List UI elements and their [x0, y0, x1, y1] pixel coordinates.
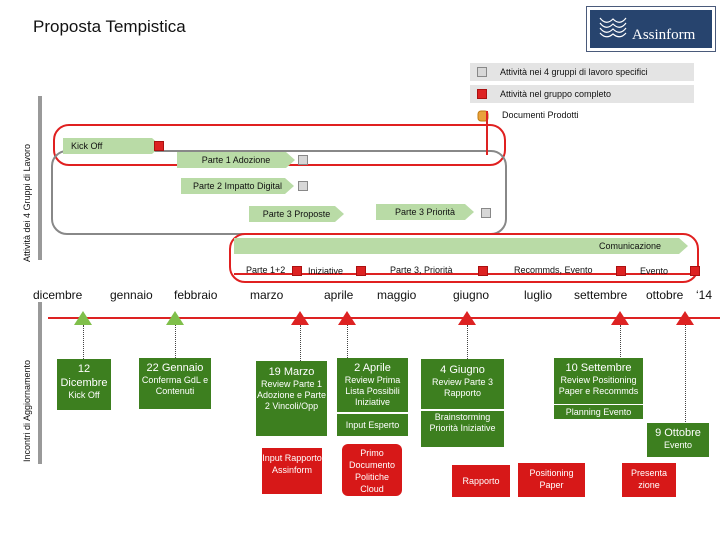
connector-line [83, 325, 85, 359]
bar-parte2: Parte 2 Impatto Digital [181, 178, 294, 194]
connector-line [175, 325, 177, 358]
meeting-desc: Conferma GdL e Contenuti [141, 375, 209, 396]
meeting-card: 2 Aprile Review Prima Lista Possibili In… [337, 358, 408, 412]
month-label: giugno [453, 288, 490, 302]
red-square-icon [292, 266, 302, 276]
meeting-desc: Evento [663, 440, 693, 450]
grey-square-icon [481, 208, 491, 218]
meeting-date: 12 Dicembre [60, 363, 108, 389]
meeting-card: 4 Giugno Review Parte 3 Rapporto [421, 359, 504, 409]
meeting-card: 19 Marzo Review Parte 1 Adozione e Parte… [256, 361, 327, 436]
bar-parte3-priorita: Parte 3 Priorità [376, 204, 474, 220]
milestone-green-icon [166, 311, 184, 325]
logo-text: Assinform [632, 27, 696, 43]
milestone-red-icon [338, 311, 356, 325]
bar-parte1: Parte 1 Adozione [177, 152, 295, 168]
emblem-icon [599, 17, 627, 38]
grey-square-icon [477, 67, 487, 77]
meeting-card: Planning Evento [554, 405, 643, 419]
meeting-card: 9 Ottobre Evento [647, 423, 709, 457]
meeting-date: 4 Giugno [440, 364, 485, 376]
meeting-card: 10 Settembre Review Positioning Paper e … [554, 358, 643, 404]
side-bar-bottom [38, 302, 42, 464]
meeting-desc: Review Prima Lista Possibili Iniziative [344, 375, 401, 407]
month-label: luglio [524, 288, 553, 302]
connector-line [685, 325, 687, 422]
red-square-icon [356, 266, 366, 276]
meeting-date: 2 Aprile [354, 362, 391, 374]
milestone-red-icon [458, 311, 476, 325]
month-label: settembre [574, 288, 628, 302]
side-label-top: Attività dei 4 Gruppi di Lavoro [22, 143, 32, 262]
month-label: ottobre [646, 288, 684, 302]
red-square-icon [154, 141, 164, 151]
meeting-desc: Kick Off [68, 390, 100, 400]
group-outline-red-2 [229, 233, 699, 283]
meeting-card: 22 Gennaio Conferma GdL e Contenuti [139, 358, 211, 409]
bar-kickoff: Kick Off [63, 138, 161, 154]
grey-square-icon [298, 155, 308, 165]
milestone-red-icon [291, 311, 309, 325]
document-card: Presenta zione [622, 463, 676, 497]
milestone-green-icon [74, 311, 92, 325]
meeting-date: 19 Marzo [268, 366, 315, 378]
connector-line [300, 325, 302, 361]
side-label-bottom: Incontri di Aggiornamento [22, 359, 32, 462]
document-card: Rapporto [452, 465, 510, 497]
segment-recommds: Recommds, Evento [514, 265, 593, 275]
meeting-desc: Review Positioning Paper e Recommds [558, 375, 639, 396]
segment-parte3: Parte 3, Priorità [390, 265, 453, 275]
legend-specific: Attività nei 4 gruppi di lavoro specific… [470, 63, 694, 81]
bar-parte3-proposte: Parte 3 Proposte [249, 206, 344, 222]
month-label: maggio [377, 288, 417, 302]
connector-line [467, 325, 469, 359]
connector-line [620, 325, 622, 357]
connector-line [486, 111, 488, 155]
meeting-card: 12 Dicembre Kick Off [57, 359, 111, 410]
month-label: ‘14 [696, 288, 713, 302]
legend-specific-label: Attività nei 4 gruppi di lavoro specific… [500, 67, 648, 77]
document-card: Input Rapporto Assinform [262, 448, 322, 494]
legend-documents-label: Documenti Prodotti [502, 110, 579, 120]
connector-line [347, 325, 349, 358]
legend-complete: Attività nel gruppo completo [470, 85, 694, 103]
milestone-red-icon [676, 311, 694, 325]
red-square-icon [477, 89, 487, 99]
red-square-icon [690, 266, 700, 276]
timeline-axis [48, 317, 720, 319]
month-label: dicembre [33, 288, 83, 302]
bar-comunicazione: Comunicazione [234, 238, 688, 254]
segment-parte12: Parte 1+2 [246, 265, 286, 275]
meeting-date: 10 Settembre [565, 362, 632, 374]
meeting-date: 22 Gennaio [146, 362, 204, 374]
meeting-date: 9 Ottobre [655, 427, 701, 439]
assinform-logo: Assinform [586, 6, 716, 52]
meeting-desc: Review Parte 1 Adozione e Parte 2 Vincol… [256, 379, 327, 411]
meeting-desc: Review Parte 3 Rapporto [431, 377, 494, 398]
segment-line [234, 273, 699, 275]
page-title: Proposta Tempistica [33, 17, 186, 36]
grey-square-icon [298, 181, 308, 191]
month-label: aprile [324, 288, 354, 302]
red-square-icon [478, 266, 488, 276]
document-card: Positioning Paper [518, 463, 585, 497]
month-label: marzo [250, 288, 284, 302]
legend-complete-label: Attività nel gruppo completo [500, 89, 612, 99]
milestone-red-icon [611, 311, 629, 325]
segment-iniziative: Iniziative [308, 266, 344, 276]
red-square-icon [616, 266, 626, 276]
document-icon [477, 110, 489, 122]
month-label: febbraio [174, 288, 218, 302]
meeting-card: Input Esperto [337, 414, 408, 436]
document-card: Primo Documento Politiche Cloud [342, 444, 402, 496]
month-label: gennaio [110, 288, 153, 302]
segment-evento: Evento [640, 266, 669, 276]
side-bar-top [38, 96, 42, 260]
meeting-card: Brainstorming Priorità Iniziative [421, 411, 504, 447]
